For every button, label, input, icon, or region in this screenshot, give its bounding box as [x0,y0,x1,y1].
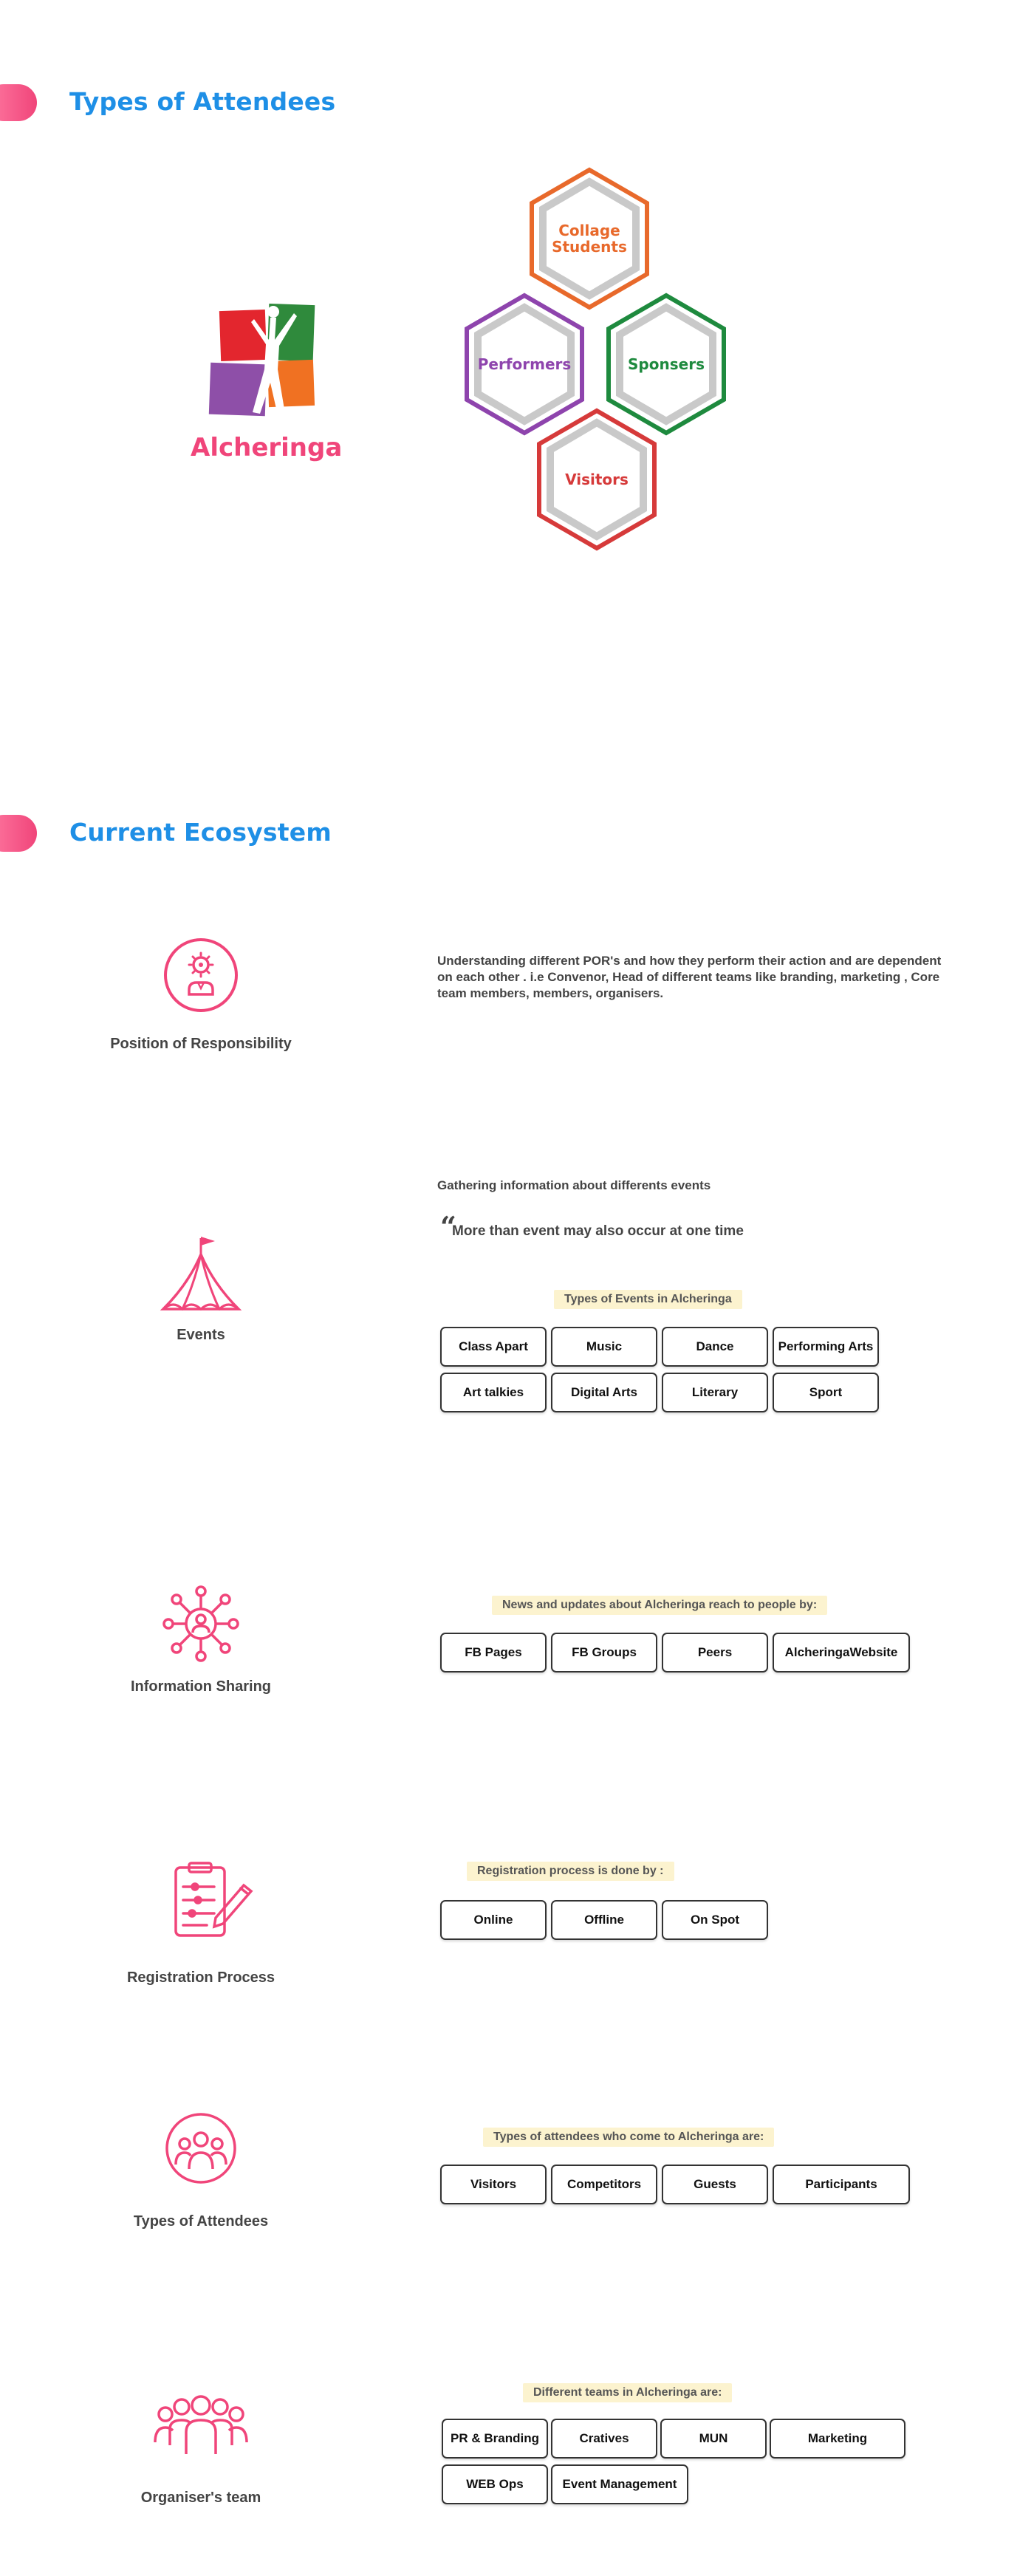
events-intro: Gathering information about differents e… [437,1178,711,1192]
row-label-attendees: Types of Attendees [133,2213,269,2230]
row-label-info: Information Sharing [131,1678,271,1695]
section-marker [0,84,37,121]
event-sport[interactable]: Sport [773,1373,879,1412]
registration-tag: Registration process is done by : [467,1862,674,1881]
attendee-guests[interactable]: Guests [662,2165,768,2204]
attendees-tag: Types of attendees who come to Alchering… [483,2128,775,2147]
event-music[interactable]: Music [551,1327,657,1367]
hexagon-collage-students: Collage Students [527,167,651,310]
logo-graphic [208,303,315,417]
events-tag: Types of Events in Alcheringa [554,1290,742,1309]
event-literary[interactable]: Literary [662,1373,768,1412]
channel-fb-groups[interactable]: FB Groups [551,1633,657,1673]
group-icon [164,2111,238,2189]
hexagon-label: Visitors [565,471,629,488]
team-pr-branding[interactable]: PR & Branding [442,2419,548,2459]
event-class-apart[interactable]: Class Apart [440,1327,547,1367]
row-label-registration: Registration Process [126,1969,275,1986]
registration-online[interactable]: Online [440,1900,547,1940]
events-quote: More than event may also occur at one ti… [452,1223,744,1239]
info-tag: News and updates about Alcheringa reach … [492,1596,828,1615]
team-web-ops[interactable]: WEB Ops [442,2464,548,2504]
team-tag: Different teams in Alcheringa are: [523,2383,733,2402]
row-label-events: Events [177,1327,225,1343]
tent-icon [159,1232,243,1319]
hexagon-performers: Performers [462,293,586,436]
section-title-ecosystem: Current Ecosystem [69,818,332,847]
hexagon-label: Performers [477,355,572,373]
row-label-por: Position of Responsibility [110,1036,292,1052]
team-marketing[interactable]: Marketing [770,2419,905,2459]
hexagon-label: Sponsers [628,355,705,373]
channel-alcheringa-website[interactable]: AlcheringaWebsite [773,1633,910,1673]
registration-offline[interactable]: Offline [551,1900,657,1940]
logo-text: Alcheringa [191,433,343,462]
section-title-types: Types of Attendees [69,87,336,116]
event-performing-arts[interactable]: Performing Arts [773,1327,879,1367]
team-mun[interactable]: MUN [660,2419,767,2459]
clipboard-icon [170,1860,256,1945]
event-digital-arts[interactable]: Digital Arts [551,1373,657,1412]
alcheringa-logo [205,295,331,428]
hexagon-sponsers: Sponsers [604,293,728,436]
team-event-management[interactable]: Event Management [551,2464,688,2504]
hexagon-label: Collage Students [552,222,627,256]
channel-peers[interactable]: Peers [662,1633,768,1673]
hexagon-visitors: Visitors [535,408,659,551]
attendee-competitors[interactable]: Competitors [551,2165,657,2204]
event-art-talkies[interactable]: Art talkies [440,1373,547,1412]
row-label-team: Organiser's team [140,2490,261,2506]
attendee-participants[interactable]: Participants [773,2165,910,2204]
team-cratives[interactable]: Cratives [551,2419,657,2459]
channel-fb-pages[interactable]: FB Pages [440,1633,547,1673]
quote-mark-icon: “ [440,1210,456,1243]
attendee-visitors[interactable]: Visitors [440,2165,547,2204]
event-dance[interactable]: Dance [662,1327,768,1367]
network-icon [161,1584,241,1667]
gear-person-icon [162,937,239,1017]
section-marker [0,815,37,852]
por-description: Understanding different POR's and how th… [437,954,942,1000]
registration-on-spot[interactable]: On Spot [662,1900,768,1940]
team-icon [152,2391,250,2462]
